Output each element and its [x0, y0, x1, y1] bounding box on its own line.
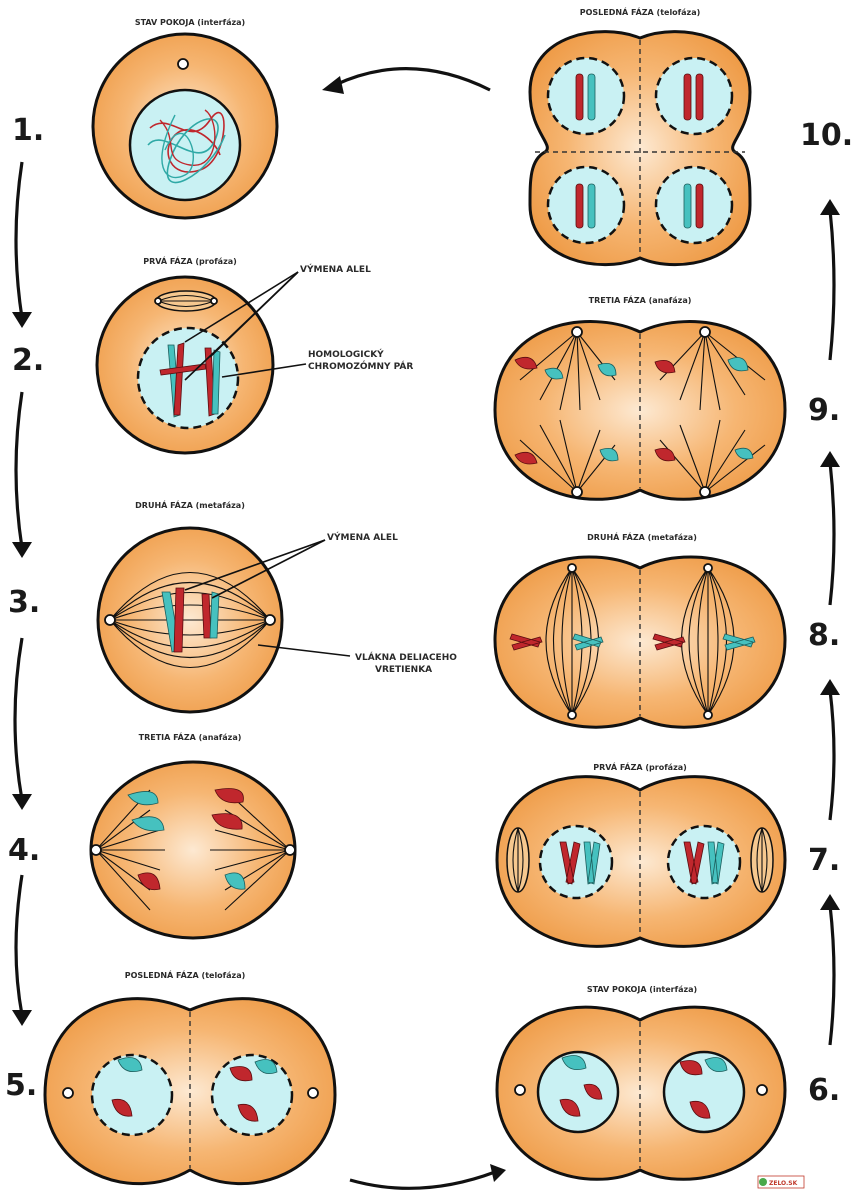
- callout-crossing-over-2: VÝMENA ALEL: [327, 531, 398, 543]
- cell-stage-8: [495, 557, 785, 727]
- step-number-4: 4.: [8, 833, 40, 868]
- stage-label-2: PRVÁ FÁZA (profáza): [143, 255, 237, 266]
- stage-label-4: TRETIA FÁZA (anafáza): [139, 731, 242, 742]
- stage-label-7: PRVÁ FÁZA (profáza): [593, 761, 687, 772]
- step-number-7: 7.: [808, 843, 840, 878]
- cell-stage-4: [91, 762, 295, 938]
- step-number-8: 8.: [808, 618, 840, 653]
- callout-homologous-line1: HOMOLOGICKÝ: [308, 348, 384, 360]
- callout-spindle-line2: VRETIENKA: [375, 665, 432, 675]
- cell-stage-1: [93, 34, 277, 218]
- step-number-9: 9.: [808, 393, 840, 428]
- stage-label-9: TRETIA FÁZA (anafáza): [589, 294, 692, 305]
- callout-spindle-line1: VLÁKNA DELIACEHO: [355, 651, 457, 663]
- stage-label-10: POSLEDNÁ FÁZA (telofáza): [580, 6, 701, 17]
- stage-label-8: DRUHÁ FÁZA (metafáza): [587, 531, 697, 542]
- cell-stage-10: [530, 32, 750, 265]
- publisher-logo: ZELO.SK: [758, 1176, 804, 1188]
- callout-homologous-line2: CHROMOZÓMNY PÁR: [308, 360, 413, 372]
- stage-label-1: STAV POKOJA (interfáza): [135, 18, 245, 27]
- logo-text: ZELO.SK: [769, 1180, 798, 1187]
- cell-stage-7: [497, 777, 785, 947]
- step-number-5: 5.: [5, 1068, 37, 1103]
- cell-stage-6: [497, 1007, 785, 1179]
- step-number-2: 2.: [12, 343, 44, 378]
- cell-stage-5: [45, 999, 335, 1184]
- cell-stage-9: [495, 322, 785, 500]
- step-number-3: 3.: [8, 585, 40, 620]
- step-number-10: 10.: [800, 118, 853, 153]
- stage-label-6: STAV POKOJA (interfáza): [587, 985, 697, 994]
- callout-crossing-over-1: VÝMENA ALEL: [300, 263, 371, 275]
- stage-label-5: POSLEDNÁ FÁZA (telofáza): [125, 969, 246, 980]
- stage-label-3: DRUHÁ FÁZA (metafáza): [135, 499, 245, 510]
- cell-stage-3: [98, 528, 282, 712]
- step-number-1: 1.: [12, 113, 44, 148]
- step-number-6: 6.: [808, 1073, 840, 1108]
